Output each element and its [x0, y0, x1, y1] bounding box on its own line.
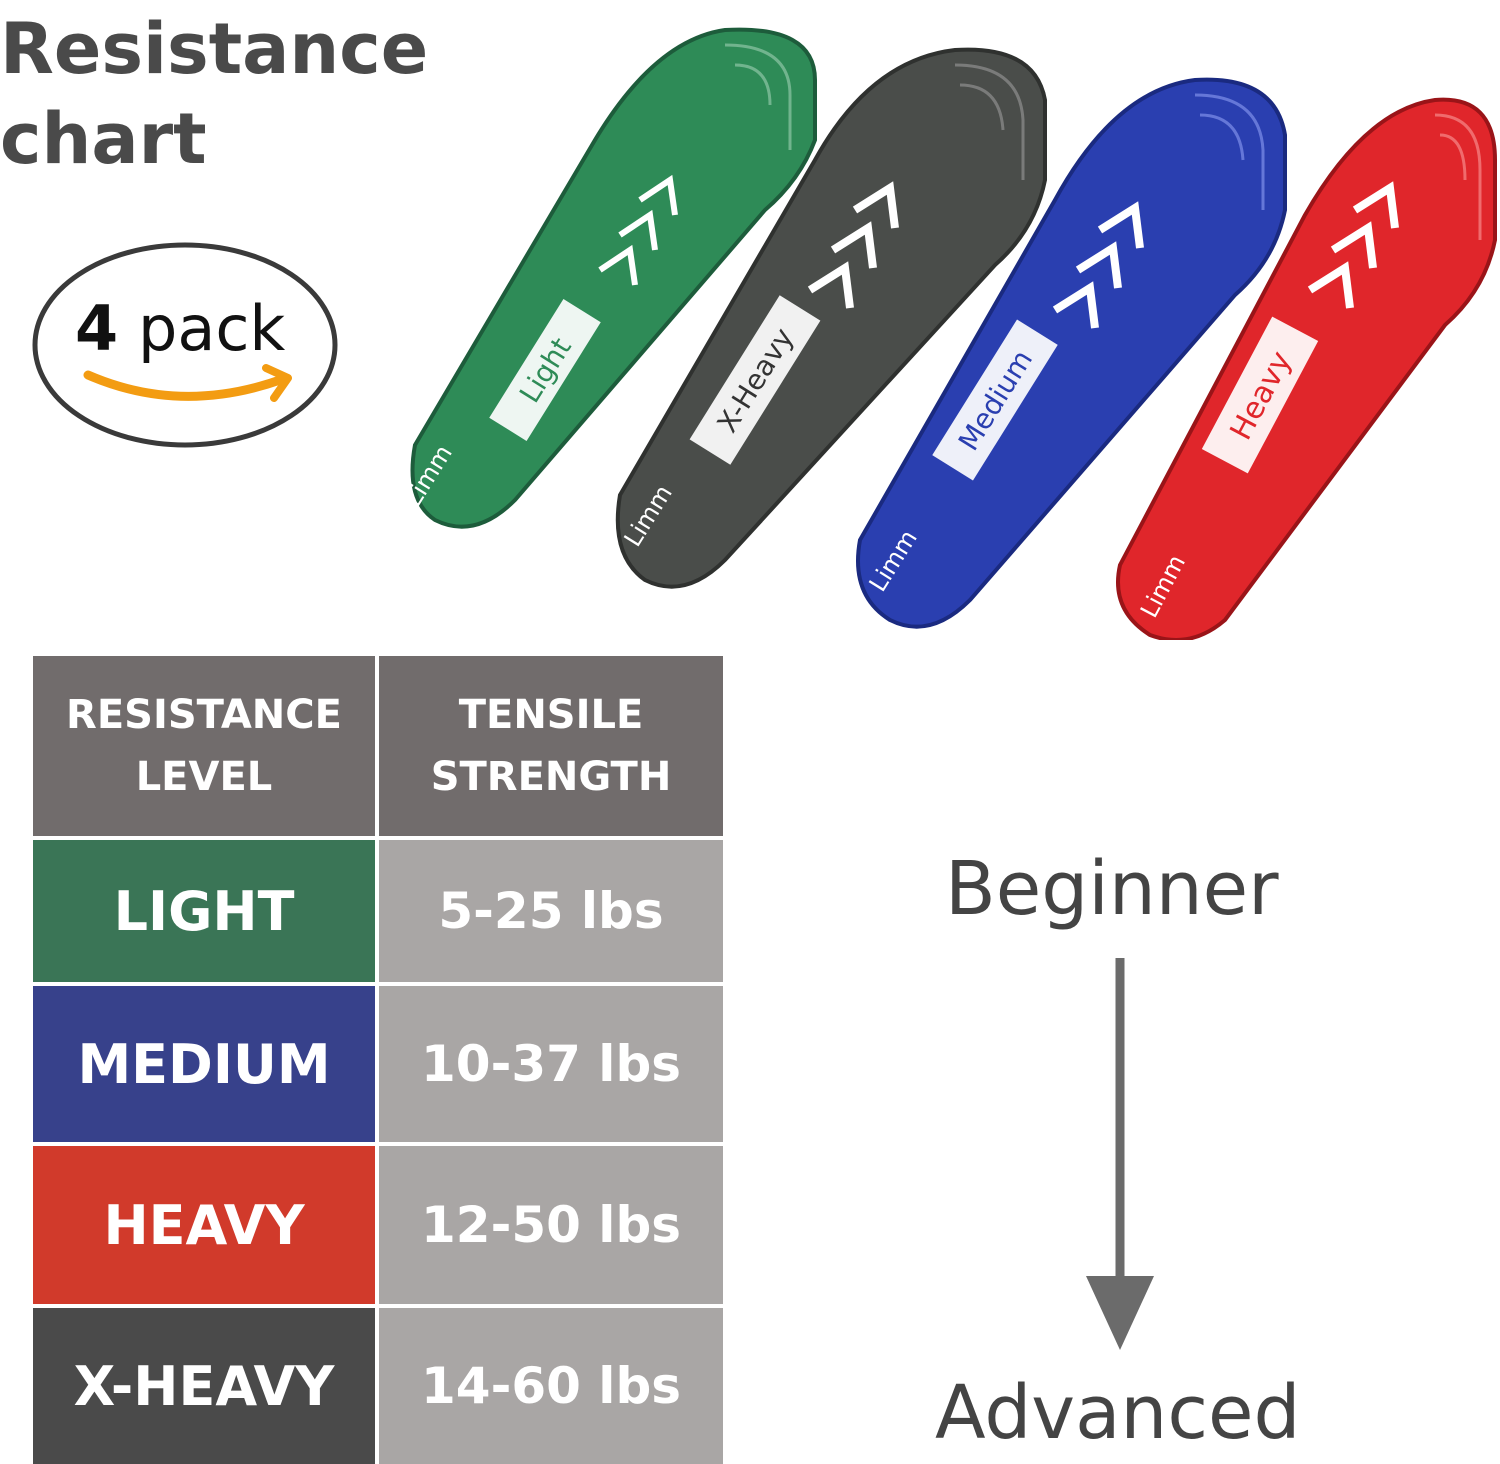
strength-medium: 10-37 lbs	[379, 986, 723, 1142]
band-red: Heavy Limm	[1116, 97, 1497, 640]
badge-text: pack	[138, 292, 285, 365]
badge-ellipse	[32, 242, 338, 448]
page-title: Resistance chart	[0, 8, 429, 180]
band-gray: X-Heavy Limm	[615, 47, 1047, 589]
level-medium: MEDIUM	[33, 986, 375, 1142]
level-heavy: HEAVY	[33, 1146, 375, 1304]
strength-x-heavy: 14-60 lbs	[379, 1308, 723, 1464]
strength-light: 5-25 lbs	[379, 840, 723, 982]
resistance-bands-photo: Light Limm X-Heavy Limm Medium Limm	[399, 27, 1497, 640]
smile-arrow-head-icon	[262, 364, 292, 402]
scale-end-label: Advanced	[935, 1370, 1301, 1456]
band-blue: Medium Limm	[856, 77, 1287, 629]
scale-start-label: Beginner	[945, 846, 1279, 932]
resistance-table: RESISTANCE LEVEL TENSILE STRENGTH LIGHT …	[33, 656, 723, 1464]
header-tensile-strength: TENSILE STRENGTH	[379, 656, 723, 836]
level-light: LIGHT	[33, 840, 375, 982]
strength-heavy: 12-50 lbs	[379, 1146, 723, 1304]
smile-arrow-icon	[83, 370, 285, 401]
pack-badge: 4 pack	[32, 242, 338, 448]
band-green: Light Limm	[399, 27, 817, 529]
header-resistance-level: RESISTANCE LEVEL	[33, 656, 375, 836]
badge-count: 4	[75, 292, 118, 365]
arrow-down-icon	[1086, 958, 1154, 1350]
level-x-heavy: X-HEAVY	[33, 1308, 375, 1464]
